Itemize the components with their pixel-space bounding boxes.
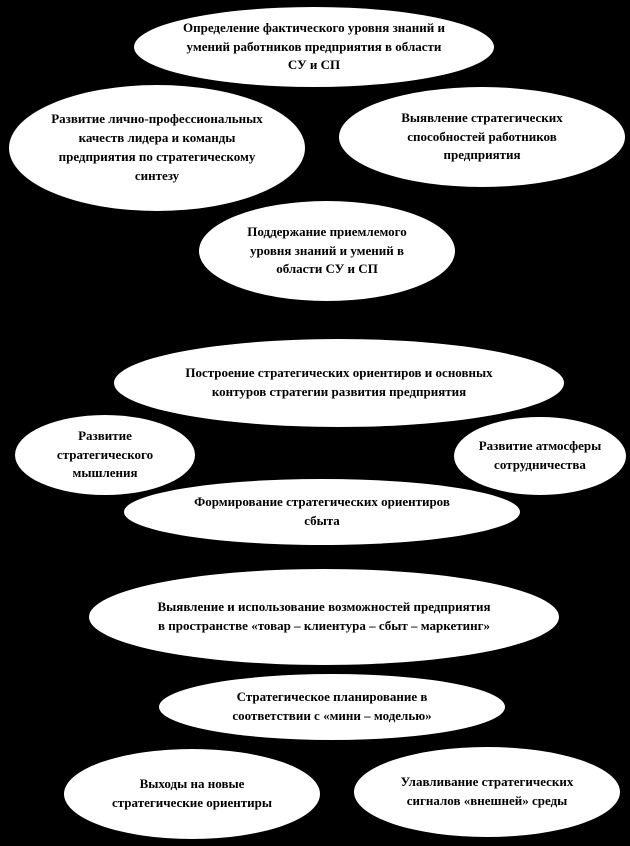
node-new-guidelines: Выходы на новые стратегические ориентиры	[63, 748, 321, 840]
node-knowledge-assessment: Определение фактического уровня знаний и…	[133, 6, 495, 88]
node-label: Определение фактического уровня знаний и…	[182, 19, 445, 73]
node-opportunity-use: Выявление и использование возможностей п…	[88, 568, 560, 666]
node-label: Стратегическое планирование в соответств…	[232, 689, 432, 723]
node-label: Поддержание приемлемого уровня знаний и …	[247, 223, 407, 277]
node-label: Улавливание стратегических сигналов «вне…	[400, 774, 574, 808]
node-external-signals: Улавливание стратегических сигналов «вне…	[353, 746, 621, 838]
node-cooperation-atmosphere: Развитие атмосферы сотрудничества	[453, 416, 627, 496]
node-label: Развитие стратегического мышления	[56, 427, 154, 481]
node-label: Выходы на новые стратегические ориентиры	[111, 776, 273, 810]
node-label: Выявление и использование возможностей п…	[157, 599, 491, 633]
node-strategic-thinking: Развитие стратегического мышления	[14, 414, 196, 496]
node-strategic-abilities: Выявление стратегических способностей ра…	[338, 86, 626, 188]
node-label: Развитие лично-профессиональных качеств …	[51, 111, 263, 183]
node-label: Построение стратегических ориентиров и о…	[185, 365, 493, 399]
node-sales-guidelines: Формирование стратегических ориентиров с…	[123, 478, 521, 546]
node-strategic-planning: Стратегическое планирование в соответств…	[158, 673, 506, 741]
node-label: Развитие атмосферы сотрудничества	[478, 438, 602, 472]
node-strategy-contours: Построение стратегических ориентиров и о…	[113, 338, 565, 428]
node-label: Выявление стратегических способностей ра…	[401, 109, 563, 163]
node-label: Формирование стратегических ориентиров с…	[194, 494, 450, 528]
node-knowledge-maintenance: Поддержание приемлемого уровня знаний и …	[198, 200, 456, 302]
node-leader-qualities: Развитие лично-профессиональных качеств …	[8, 84, 306, 212]
